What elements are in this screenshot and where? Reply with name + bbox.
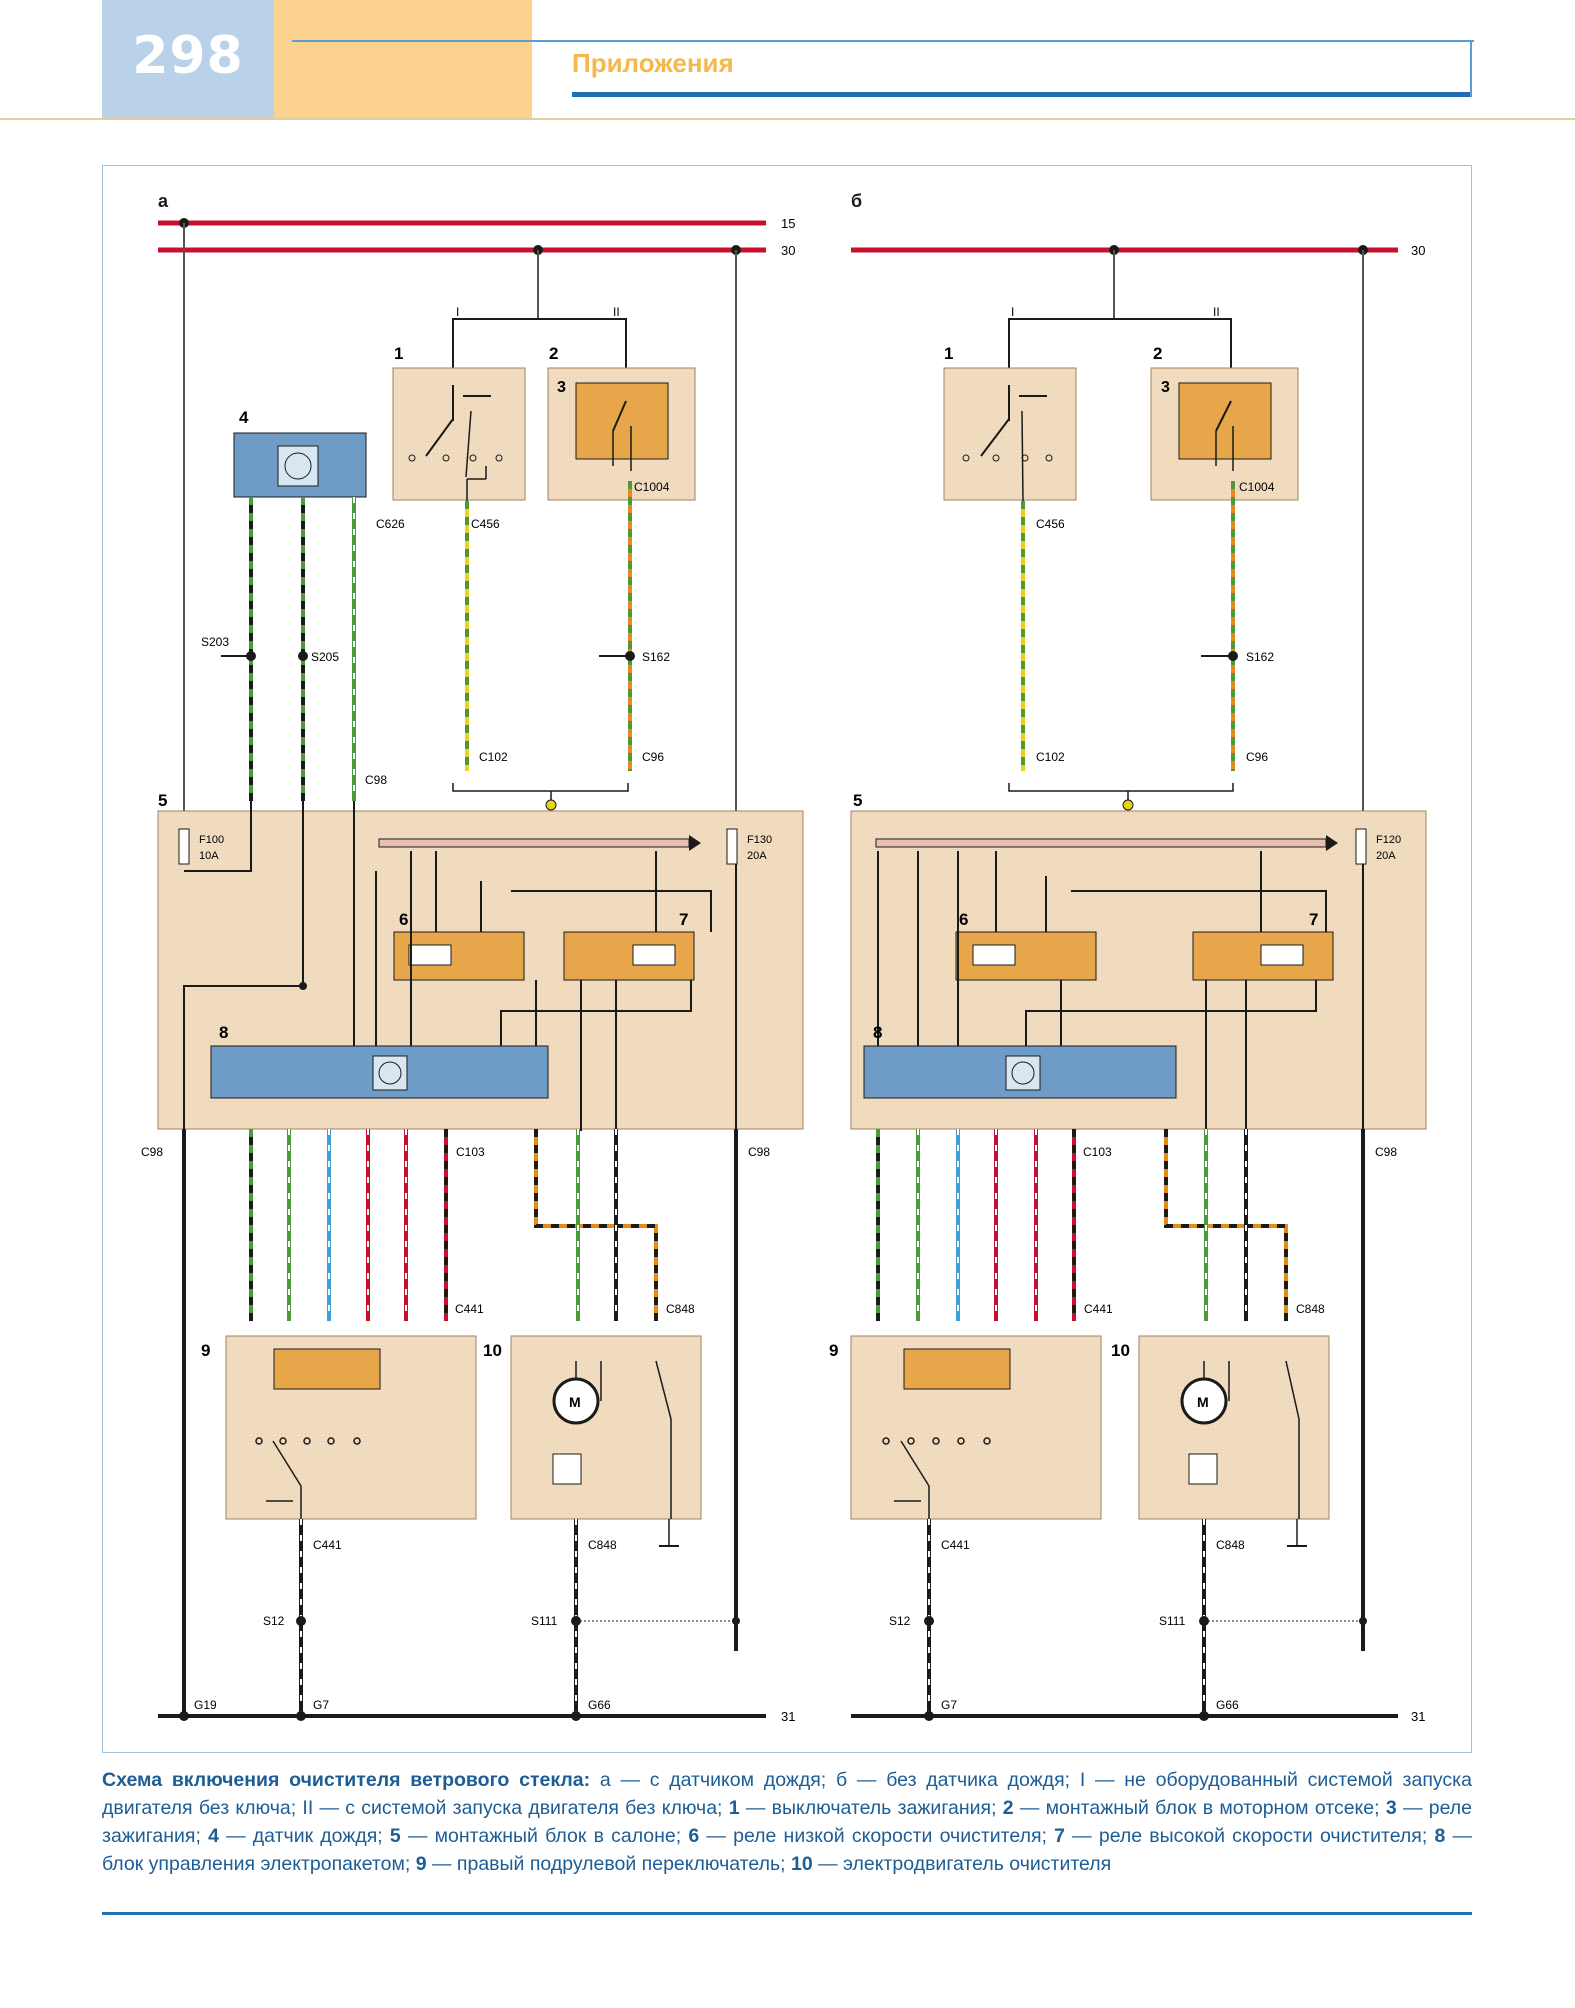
svg-text:G7: G7 — [941, 1698, 957, 1712]
svg-text:C98: C98 — [1375, 1145, 1397, 1159]
svg-text:C98: C98 — [141, 1145, 163, 1159]
wiper-motor-a — [510, 1335, 702, 1520]
svg-text:C1004: C1004 — [634, 480, 670, 494]
svg-text:G66: G66 — [588, 1698, 611, 1712]
svg-text:S111: S111 — [1159, 1614, 1186, 1628]
svg-text:31: 31 — [1411, 1709, 1425, 1724]
fuse-f120 — [1355, 828, 1367, 865]
wiring-diagram-svg: а 15 30 I II 1 2 3 — [141, 191, 1427, 1724]
svg-text:8: 8 — [219, 1023, 228, 1042]
svg-text:6: 6 — [959, 910, 968, 929]
svg-text:4: 4 — [239, 408, 249, 427]
caption-title: Схема включения очистителя ветрового сте… — [102, 1769, 591, 1791]
ignition-relay-a — [575, 382, 669, 460]
svg-text:C626: C626 — [376, 517, 405, 531]
svg-text:C98: C98 — [365, 773, 387, 787]
svg-text:C441: C441 — [313, 1538, 342, 1552]
svg-text:S162: S162 — [642, 650, 670, 664]
header-rule — [0, 118, 1575, 120]
svg-text:C848: C848 — [666, 1302, 695, 1316]
svg-text:C103: C103 — [456, 1145, 485, 1159]
svg-text:C441: C441 — [941, 1538, 970, 1552]
bus-30-label: 30 — [781, 243, 795, 258]
svg-text:6: 6 — [399, 910, 408, 929]
svg-text:3: 3 — [1161, 379, 1170, 396]
svg-text:S12: S12 — [889, 1614, 911, 1628]
svg-text:S12: S12 — [263, 1614, 285, 1628]
ignition-switch-a — [392, 367, 526, 501]
svg-text:9: 9 — [201, 1341, 210, 1360]
svg-text:3: 3 — [557, 379, 566, 396]
svg-text:II: II — [1213, 305, 1220, 319]
page-number-block: 298 — [102, 0, 274, 118]
header-line — [292, 40, 1474, 42]
svg-text:C848: C848 — [588, 1538, 617, 1552]
svg-text:7: 7 — [1309, 910, 1318, 929]
svg-text:10: 10 — [483, 1341, 502, 1360]
svg-text:C848: C848 — [1216, 1538, 1245, 1552]
svg-text:C96: C96 — [1246, 750, 1268, 764]
svg-text:M: M — [1197, 1394, 1209, 1410]
svg-text:S111: S111 — [531, 1614, 558, 1628]
variant-b: б 30 I II 1 2 3 C456 C1004 — [829, 191, 1427, 1724]
svg-text:F100: F100 — [199, 834, 224, 846]
variant-b-label: б — [851, 191, 862, 211]
fuse-f100 — [178, 828, 190, 865]
svg-text:II: II — [613, 305, 620, 319]
svg-text:7: 7 — [679, 910, 688, 929]
svg-text:I: I — [456, 305, 459, 319]
svg-text:8: 8 — [873, 1023, 882, 1042]
svg-text:C102: C102 — [1036, 750, 1065, 764]
header-underline — [572, 92, 1470, 97]
svg-text:C102: C102 — [479, 750, 508, 764]
bottom-rule — [102, 1912, 1472, 1915]
svg-text:F120: F120 — [1376, 834, 1401, 846]
svg-text:10: 10 — [1111, 1341, 1130, 1360]
svg-text:1: 1 — [944, 344, 953, 363]
wiper-motor-b — [1138, 1335, 1330, 1520]
svg-text:9: 9 — [829, 1341, 838, 1360]
svg-text:C848: C848 — [1296, 1302, 1325, 1316]
svg-text:30: 30 — [1411, 243, 1425, 258]
section-title: Приложения — [572, 48, 734, 78]
svg-text:S203: S203 — [201, 635, 229, 649]
variant-a-label: а — [158, 191, 169, 211]
svg-text:20A: 20A — [1376, 850, 1396, 862]
svg-text:20A: 20A — [747, 850, 767, 862]
svg-text:C103: C103 — [1083, 1145, 1112, 1159]
svg-text:M: M — [569, 1394, 581, 1410]
svg-text:31: 31 — [781, 1709, 795, 1724]
svg-text:G66: G66 — [1216, 1698, 1239, 1712]
page-number: 298 — [132, 26, 244, 86]
svg-text:5: 5 — [853, 791, 862, 810]
svg-text:S205: S205 — [311, 650, 339, 664]
svg-text:2: 2 — [549, 344, 558, 363]
svg-text:F130: F130 — [747, 834, 772, 846]
svg-text:G19: G19 — [194, 1698, 217, 1712]
svg-text:C456: C456 — [471, 517, 500, 531]
bus-15-label: 15 — [781, 216, 795, 231]
svg-text:G7: G7 — [313, 1698, 329, 1712]
svg-text:C441: C441 — [1084, 1302, 1113, 1316]
svg-text:S162: S162 — [1246, 650, 1274, 664]
svg-text:C96: C96 — [642, 750, 664, 764]
svg-text:5: 5 — [158, 791, 167, 810]
svg-text:C456: C456 — [1036, 517, 1065, 531]
ignition-relay-b — [1178, 382, 1272, 460]
svg-text:10A: 10A — [199, 850, 219, 862]
svg-text:1: 1 — [394, 344, 403, 363]
svg-text:C1004: C1004 — [1239, 480, 1275, 494]
header-tick — [1470, 40, 1472, 97]
fuse-f130 — [726, 828, 738, 865]
wiring-diagram: а 15 30 I II 1 2 3 — [102, 165, 1472, 1753]
svg-text:I: I — [1011, 305, 1014, 319]
svg-text:C98: C98 — [748, 1145, 770, 1159]
svg-text:C441: C441 — [455, 1302, 484, 1316]
variant-a: а 15 30 I II 1 2 3 — [141, 191, 804, 1724]
figure-caption: Схема включения очистителя ветрового сте… — [102, 1769, 1473, 1875]
svg-text:2: 2 — [1153, 344, 1162, 363]
header-accent — [274, 0, 532, 118]
